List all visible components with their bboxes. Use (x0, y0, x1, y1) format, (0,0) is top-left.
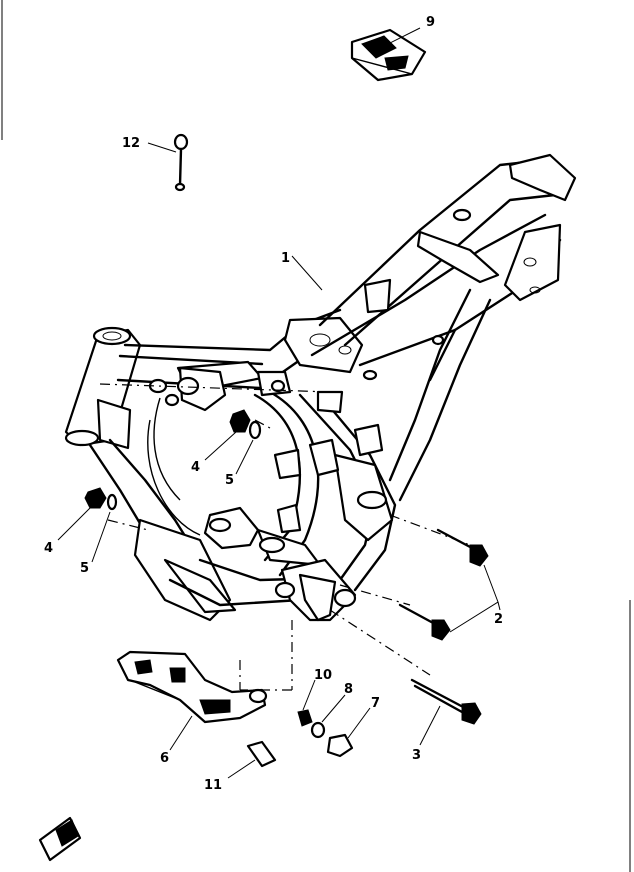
washer-part (310, 721, 326, 739)
callout-6: 6 (160, 751, 169, 766)
frame-part (64, 153, 577, 622)
washer-part (106, 493, 118, 511)
direction-marker-icon (38, 816, 82, 862)
through-bolt-part (410, 678, 482, 725)
bolt-part (326, 733, 354, 758)
nut-part (84, 487, 107, 509)
callout-5-upper: 5 (225, 473, 234, 488)
assembly-line (329, 609, 431, 676)
assembly-line (107, 519, 149, 531)
callout-2: 2 (494, 612, 503, 627)
clip-pin-part (173, 133, 189, 192)
washer-part (248, 420, 262, 440)
assembly-line (99, 383, 331, 393)
callout-3: 3 (412, 748, 421, 763)
callout-10: 11 (204, 778, 222, 793)
callout-7: 7 (371, 696, 380, 711)
leader-lines (57, 27, 501, 779)
callout-12: 12 (122, 136, 140, 151)
callout-4-lower: 4 (44, 541, 53, 556)
callout-5-lower: 5 (80, 561, 89, 576)
callout-9: 10 (314, 668, 332, 683)
seat-pad-part (350, 28, 427, 82)
callout-11: 9 (426, 15, 435, 30)
collar-part (297, 709, 313, 727)
assembly-line (254, 419, 271, 429)
skid-plate-part (116, 650, 268, 724)
callout-8: 8 (344, 682, 353, 697)
assembly-line (339, 584, 411, 606)
callout-1: 1 (281, 251, 290, 266)
nut-part (229, 409, 251, 433)
small-plate-part (246, 740, 277, 768)
bolt-part (398, 603, 451, 641)
bolt-part (436, 528, 489, 567)
callout-4-upper: 4 (191, 460, 200, 475)
